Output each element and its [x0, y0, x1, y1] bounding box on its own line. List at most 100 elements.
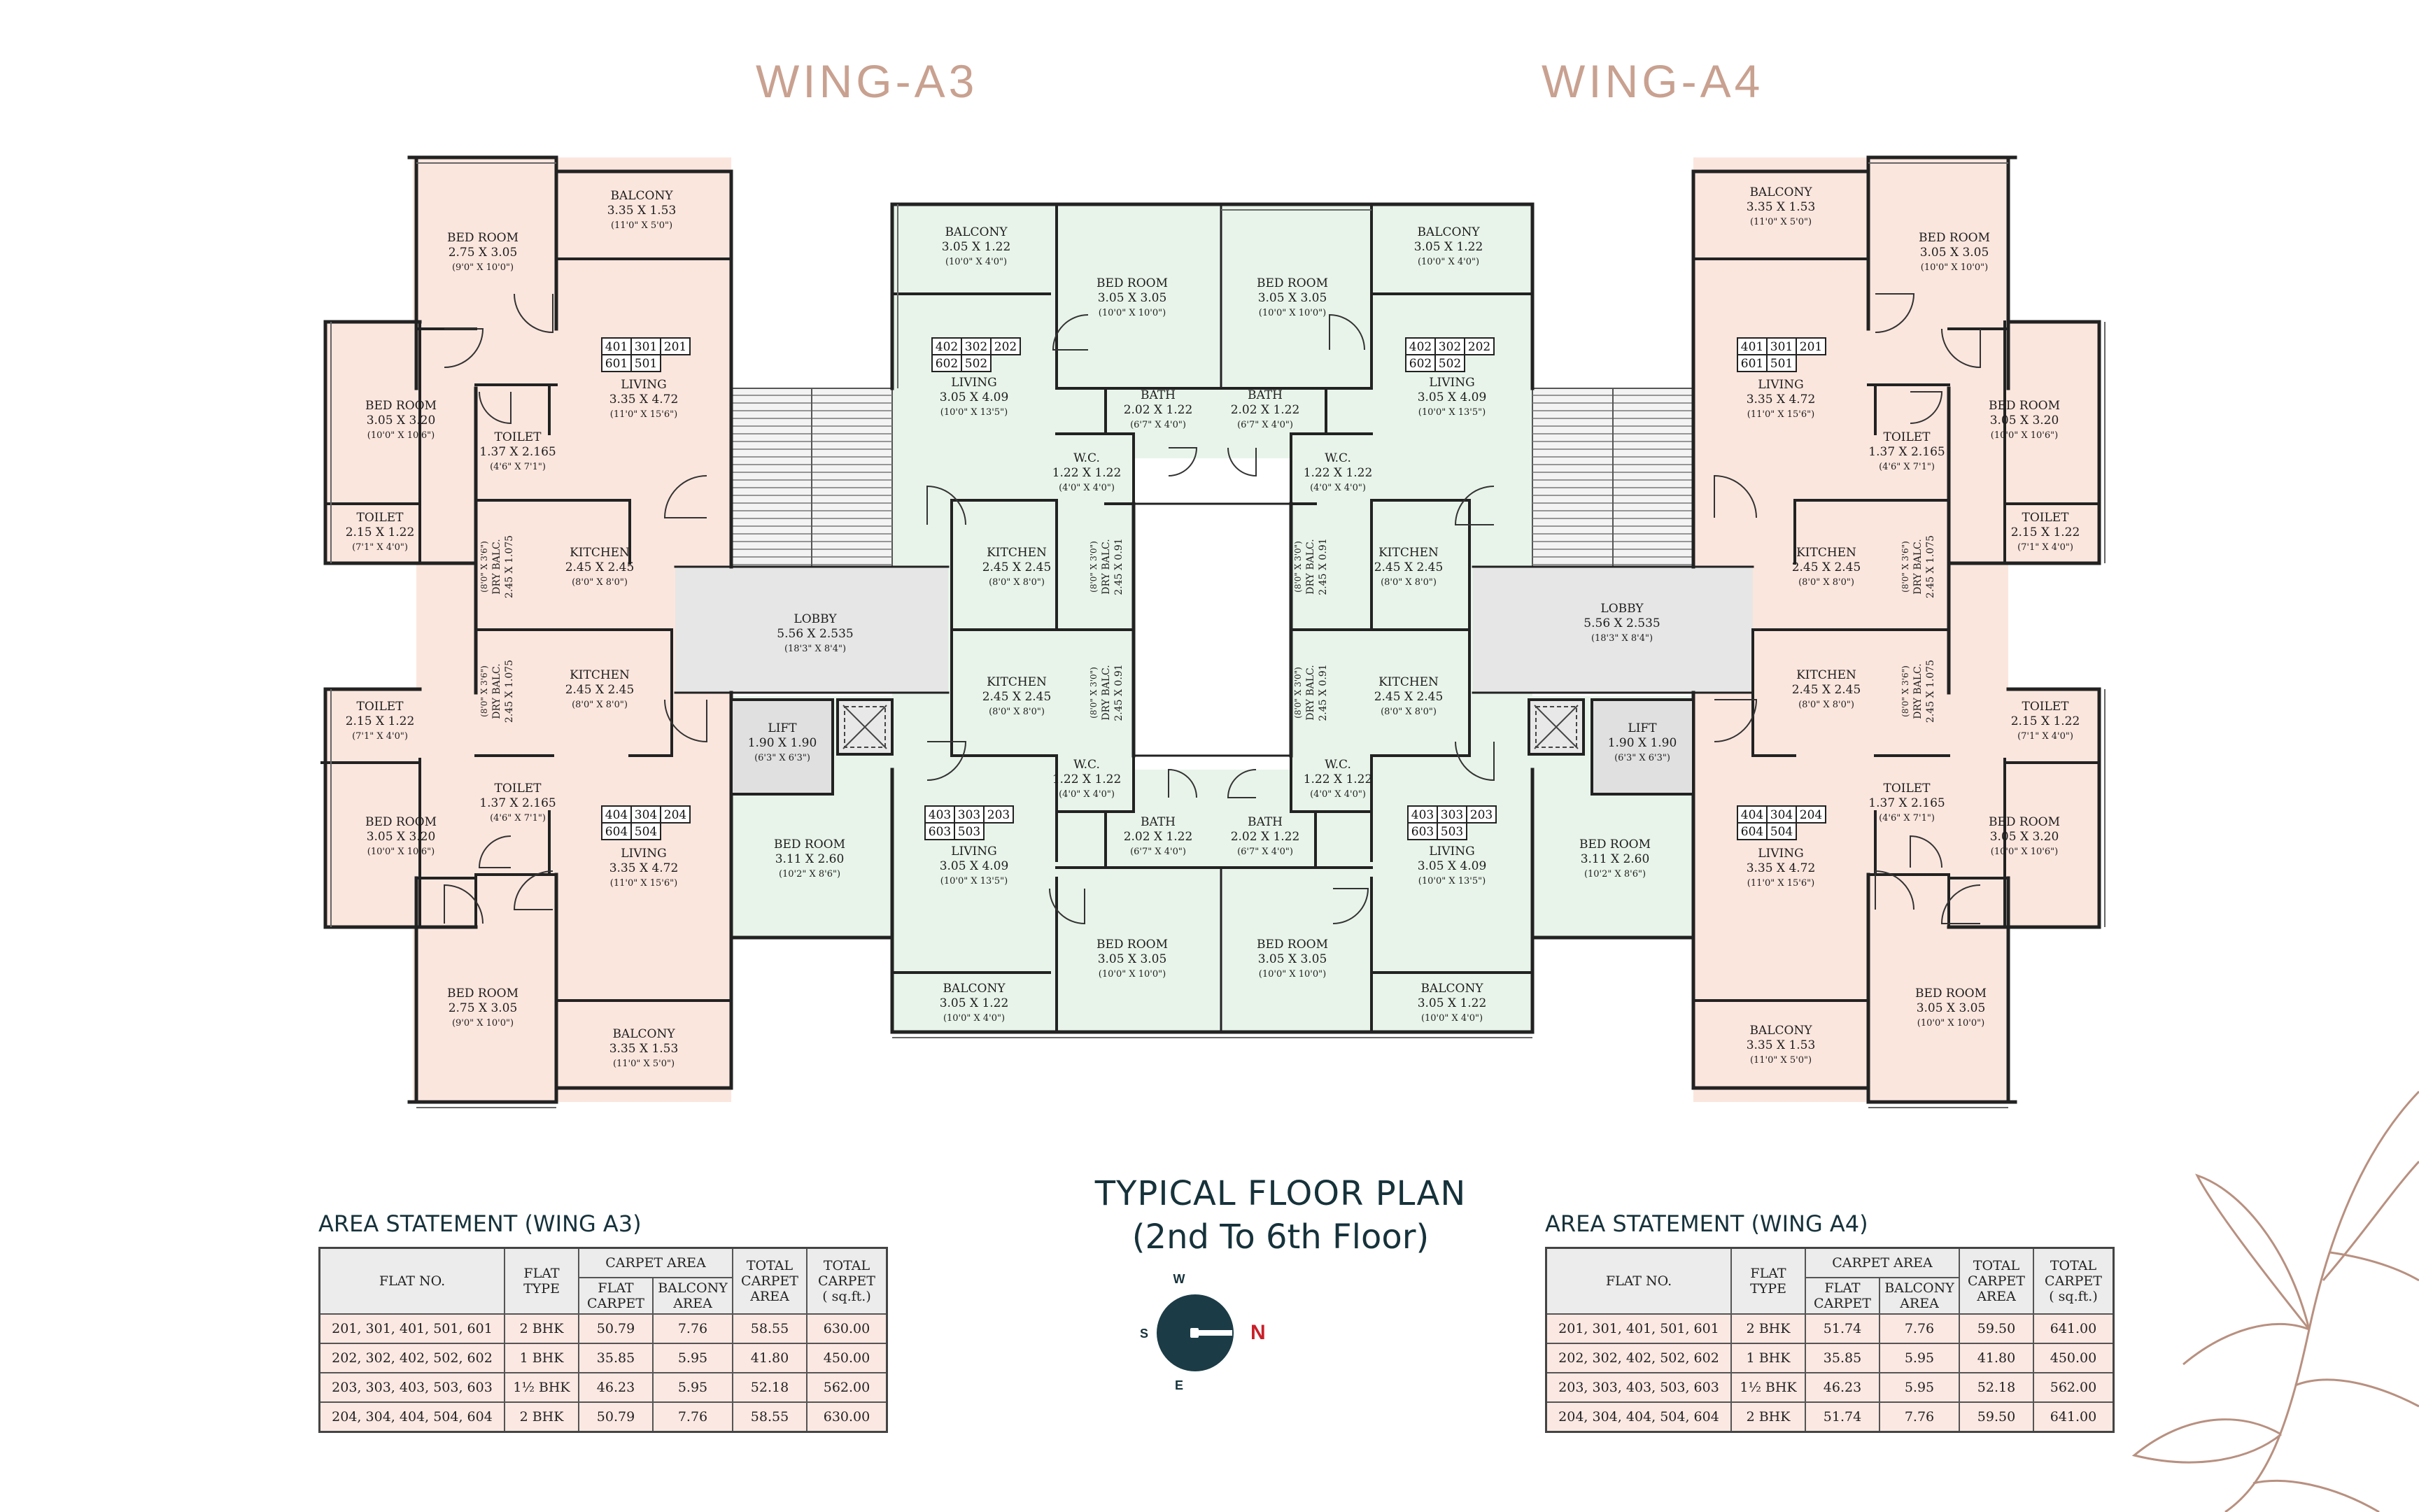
room-size-m: 3.05 X 3.05 — [1098, 952, 1167, 966]
leaf-stroke — [2224, 1090, 2419, 1512]
flat-number: 203 — [987, 808, 1010, 822]
room-size-m: 2.45 X 2.45 — [1792, 683, 1861, 697]
flat-number: 502 — [965, 357, 987, 371]
room-size-ft: (18'3" X 8'4") — [1591, 633, 1653, 644]
flat-number: 604 — [1741, 825, 1763, 839]
room-size-ft: (10'2" X 8'6") — [779, 869, 840, 879]
door-swing — [1941, 328, 1981, 369]
door-swing — [1875, 293, 1915, 333]
flat-tag-cell — [1405, 337, 1436, 355]
door-swing — [664, 699, 707, 743]
room-size-m: 2.02 X 1.22 — [1231, 830, 1300, 844]
room-size-ft: (11'0" X 5'0") — [1750, 1055, 1812, 1066]
staircases — [731, 388, 1694, 567]
flat-number: 403 — [929, 808, 951, 822]
room-size-m: 3.05 X 3.20 — [1990, 830, 2059, 844]
room-fill-1 — [325, 322, 420, 563]
flat-tag-cell — [954, 805, 985, 824]
room-name: TOILET — [356, 700, 404, 714]
flat-number: 404 — [605, 808, 628, 822]
dry-balcony-text: DRY BALC. — [1101, 665, 1112, 720]
room-name: LIVING — [1758, 847, 1803, 861]
room-size-ft: (10'0" X 4'0") — [1421, 1013, 1483, 1024]
room-size-ft: (11'0" X 5'0") — [1750, 217, 1812, 227]
dry-balcony-text: (8'0" X 3'0") — [1293, 541, 1303, 593]
flat-tag-cell — [1766, 337, 1797, 355]
room-name: KITCHEN — [987, 546, 1047, 560]
table-cell-balcony: 5.95 — [1879, 1372, 1960, 1403]
flat-tag-cell — [630, 337, 661, 355]
room-size-ft: (8'0" X 8'0") — [1798, 700, 1854, 710]
table-cell-total: 52.18 — [1959, 1372, 2034, 1403]
dry-balcony-text: DRY BALC. — [1101, 539, 1112, 594]
room-size-m: 1.22 X 1.22 — [1304, 466, 1373, 480]
lift-shafts — [730, 698, 1695, 796]
room-size-m: 1.22 X 1.22 — [1052, 772, 1122, 786]
header-line: CARPET — [587, 1296, 644, 1311]
room-name: TOILET — [494, 430, 542, 444]
header-line: TYPE — [523, 1281, 560, 1296]
room-size-ft: (10'0" X 13'5") — [940, 407, 1008, 418]
room-label-c1-wc-bottom: W.C.1.22 X 1.22(4'0" X 4'0") — [1052, 758, 1122, 800]
table-cell-type: 1 BHK — [1730, 1343, 1806, 1373]
flat-tag-cell — [1737, 337, 1768, 355]
header-line: TOTAL — [1973, 1258, 2020, 1273]
room-name: BALCONY — [945, 225, 1008, 239]
leaf-stroke — [2294, 1378, 2419, 1408]
room-size-m: 3.05 X 3.20 — [1990, 414, 2059, 428]
flat-number: 401 — [1741, 340, 1763, 354]
room-size-ft: (4'0" X 4'0") — [1310, 789, 1366, 800]
door-swing — [444, 884, 484, 924]
room-size-m: 3.05 X 1.22 — [942, 240, 1011, 254]
dry-balcony-text: DRY BALC. — [1912, 539, 1924, 594]
table-cell-flat-carpet: 51.74 — [1805, 1313, 1880, 1344]
room-name: BED ROOM — [447, 231, 519, 245]
room-size-ft: (10'0" X 10'6") — [367, 847, 435, 857]
room-name: TOILET — [2022, 700, 2069, 714]
room-name: BED ROOM — [447, 987, 519, 1001]
room-name: BATH — [1248, 388, 1283, 402]
room-name: LIVING — [621, 378, 666, 392]
room-name: W.C. — [1325, 451, 1351, 465]
room-name: KITCHEN — [1796, 668, 1856, 682]
room-size-ft: (4'0" X 4'0") — [1059, 789, 1115, 800]
header-line: BALCONY — [658, 1280, 728, 1296]
room-size-m: 3.35 X 4.72 — [609, 861, 679, 875]
flat-tag-cell — [983, 805, 1014, 824]
leaf-stroke — [2322, 1160, 2419, 1281]
room-name: BALCONY — [943, 982, 1006, 996]
flat-tag-cell — [1464, 337, 1495, 355]
room-size-m: 5.56 X 2.535 — [777, 627, 853, 641]
header-line: ( sq.ft.) — [2049, 1289, 2098, 1304]
table-cell-flat-no: 202, 302, 402, 502, 602 — [318, 1343, 505, 1373]
room-size-m: 1.37 X 2.165 — [1868, 445, 1945, 459]
room-size-m: 3.05 X 4.09 — [940, 859, 1009, 873]
room-name: LIFT — [768, 721, 797, 735]
flat-number: 602 — [1409, 357, 1432, 371]
dry-balcony-text: 2.45 X 0.91 — [1113, 538, 1124, 595]
room-name: LOBBY — [794, 612, 837, 626]
room-name: BED ROOM — [1096, 938, 1168, 952]
table-cell-balcony: 5.95 — [652, 1343, 733, 1373]
room-size-m: 3.05 X 3.05 — [1258, 291, 1327, 305]
dry-balcony-text: 2.45 X 1.075 — [504, 660, 515, 723]
header-line: CARPET — [1968, 1273, 2025, 1289]
flat-number: 602 — [936, 357, 958, 371]
room-name: LIVING — [1429, 845, 1474, 859]
room-name: W.C. — [1073, 451, 1100, 465]
room-size-ft: (7'1" X 4'0") — [352, 731, 408, 742]
